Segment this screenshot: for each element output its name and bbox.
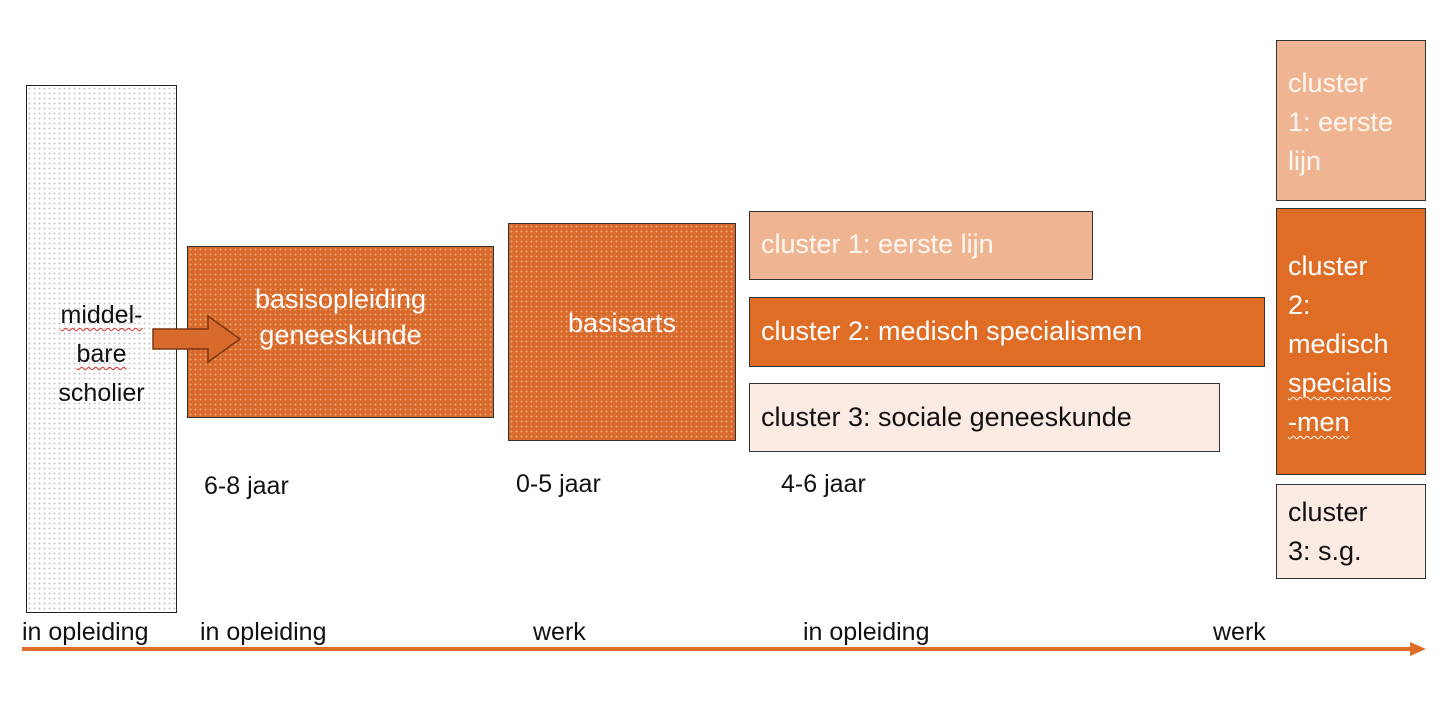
- cluster-2-column-line-5: -men: [1288, 407, 1350, 437]
- scholier-line-3: scholier: [58, 379, 145, 407]
- timeline-label-1: in opleiding: [22, 618, 149, 646]
- cluster-2-column-line-3: medisch: [1288, 329, 1389, 359]
- duration-basisopleiding: 6-8 jaar: [204, 472, 289, 500]
- timeline-label-5: werk: [1213, 618, 1266, 646]
- cluster-2-bar: cluster 2: medisch specialismen: [749, 297, 1265, 367]
- basisopleiding-box: basisopleiding geneeskunde: [187, 246, 494, 418]
- basisopleiding-line-1: basisopleiding: [254, 284, 427, 314]
- basisopleiding-line-2: geneeskunde: [259, 320, 422, 350]
- cluster-1-bar: cluster 1: eerste lijn: [749, 211, 1093, 280]
- scholier-line-2: bare: [76, 340, 127, 368]
- cluster-3-bar-label: cluster 3: sociale geneeskunde: [761, 402, 1132, 432]
- scholier-label: middel- bare scholier: [26, 296, 177, 413]
- cluster-3-column: cluster 3: s.g.: [1276, 484, 1426, 579]
- cluster-2-bar-label: cluster 2: medisch specialismen: [761, 315, 1143, 346]
- duration-clusters: 4-6 jaar: [781, 470, 866, 498]
- cluster-3-bar: cluster 3: sociale geneeskunde: [749, 383, 1220, 452]
- cluster-1-column-line-1: cluster: [1288, 68, 1368, 98]
- scholier-line-1: middel-: [60, 301, 143, 329]
- timeline-arrow: [22, 642, 1426, 656]
- cluster-2-column-line-4: specialis: [1288, 368, 1392, 398]
- basisarts-label: basisarts: [567, 307, 677, 338]
- timeline-label-2: in opleiding: [200, 618, 327, 646]
- cluster-3-column-line-1: cluster: [1288, 497, 1368, 527]
- basisarts-box: basisarts: [508, 223, 736, 441]
- transition-arrow: [152, 314, 242, 364]
- cluster-2-column-line-2: 2:: [1288, 290, 1311, 320]
- timeline-label-4: in opleiding: [803, 618, 930, 646]
- duration-basisarts: 0-5 jaar: [516, 470, 601, 498]
- cluster-1-column: cluster 1: eerste lijn: [1276, 40, 1426, 201]
- cluster-2-column-line-1: cluster: [1288, 251, 1368, 281]
- cluster-1-bar-label: cluster 1: eerste lijn: [761, 229, 994, 259]
- timeline-label-3: werk: [533, 618, 586, 646]
- cluster-3-column-line-2: 3: s.g.: [1288, 536, 1362, 566]
- cluster-2-column: cluster 2: medisch specialis -men: [1276, 208, 1426, 475]
- scholier-box: [26, 85, 177, 613]
- cluster-1-column-line-3: lijn: [1288, 146, 1322, 176]
- cluster-1-column-line-2: 1: eerste: [1288, 107, 1394, 137]
